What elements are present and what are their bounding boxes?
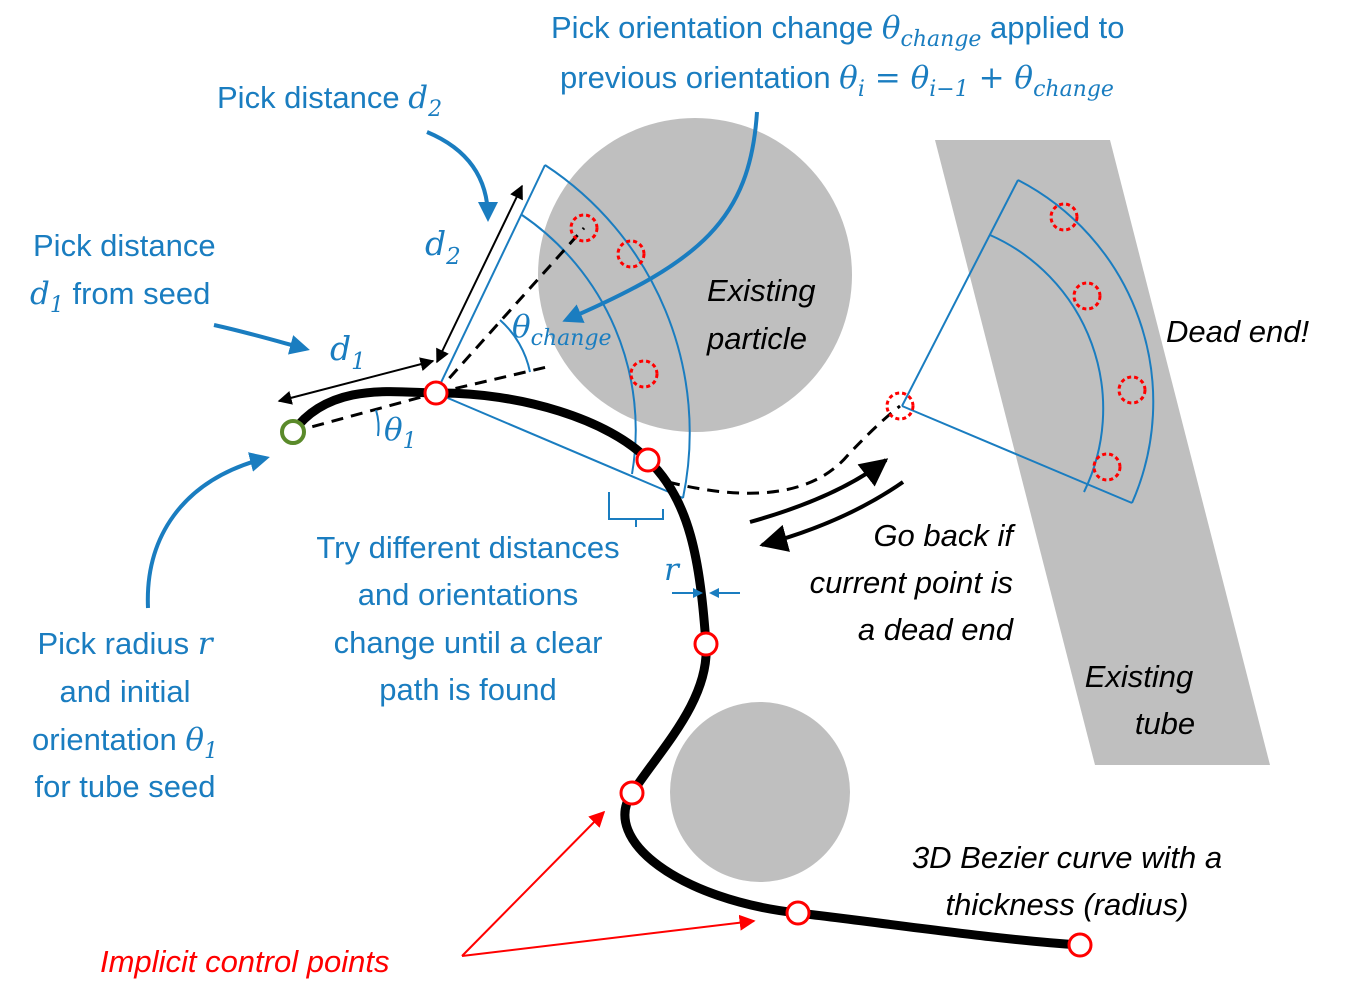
candidate-point xyxy=(629,359,659,389)
candidate-point xyxy=(885,391,915,421)
pick-distance-d1-line1: Pick distance xyxy=(33,228,216,263)
tube-seed-point xyxy=(280,419,306,445)
pick-distance-d1-line2: d1 from seed xyxy=(30,276,210,318)
pick-radius-label-line3: orientation θ1 xyxy=(32,722,218,764)
candidate-point xyxy=(1092,452,1122,482)
theta-change-symbol: θchange xyxy=(512,309,612,351)
existing-tube-label-line2: tube xyxy=(1135,706,1195,741)
theta-change-arc xyxy=(499,319,531,373)
go-back-arrow-forward xyxy=(749,458,889,524)
control-point xyxy=(619,780,645,806)
radius-bracket xyxy=(608,492,664,527)
go-back-label-line3: a dead end xyxy=(858,612,1015,647)
bezier-label-line1: 3D Bezier curve with a xyxy=(912,840,1222,875)
implicit-control-points-label: Implicit control points xyxy=(100,944,389,979)
orientation-label-line2: previous orientation θi = θi−1 + θchange xyxy=(560,60,1114,102)
orientation-label-line1: Pick orientation change θchange applied … xyxy=(551,10,1125,52)
existing-particle-small xyxy=(670,702,850,882)
control-point xyxy=(423,380,449,406)
control-point xyxy=(785,900,811,926)
pick-distance-d2-label: Pick distance d2 xyxy=(217,80,442,122)
candidate-point xyxy=(1049,202,1079,232)
control-point xyxy=(693,631,719,657)
implicit-arrow-1 xyxy=(461,810,606,957)
candidate-point xyxy=(1117,375,1147,405)
pointer-d1 xyxy=(213,323,310,355)
existing-particle-large xyxy=(538,118,852,432)
existing-tube-label-line1: Existing xyxy=(1085,659,1194,694)
d1-measure-arrow xyxy=(277,357,435,405)
dead-end-sector xyxy=(901,179,1155,504)
control-point xyxy=(1067,932,1093,958)
try-label-line4: path is found xyxy=(379,672,557,707)
pick-radius-label-line4: for tube seed xyxy=(35,769,216,804)
d1-symbol: d1 xyxy=(330,329,366,375)
d2-measure-arrow xyxy=(436,184,523,364)
theta1-arc xyxy=(375,409,380,437)
control-point xyxy=(635,447,661,473)
candidate-points xyxy=(569,202,1147,482)
pointer-seed xyxy=(145,452,270,609)
pick-radius-label-line2: and initial xyxy=(60,674,191,709)
pointer-theta-change xyxy=(562,111,759,323)
pick-radius-label-line1: Pick radius r xyxy=(37,626,214,662)
try-label-line1: Try different distances xyxy=(316,530,619,565)
theta1-symbol: θ1 xyxy=(384,412,417,454)
d2-symbol: d2 xyxy=(425,224,461,270)
bezier-label-line2: thickness (radius) xyxy=(946,887,1189,922)
dead-end-label: Dead end! xyxy=(1166,314,1309,349)
control-points xyxy=(423,380,1093,958)
go-back-arrow-back xyxy=(759,480,905,552)
existing-particle-label-line1: Existing xyxy=(707,273,816,308)
go-back-label-line1: Go back if xyxy=(873,518,1016,553)
candidate-point xyxy=(1072,281,1102,311)
radius-symbol: r xyxy=(664,552,681,588)
candidate-point xyxy=(569,213,599,243)
go-back-label-line2: current point is xyxy=(810,565,1013,600)
existing-particle-label-line2: particle xyxy=(706,321,807,356)
pointer-d2 xyxy=(426,130,498,222)
try-label-line3: change until a clear xyxy=(334,625,603,660)
existing-tube xyxy=(935,140,1270,765)
implicit-arrow-2 xyxy=(461,914,756,957)
try-label-line2: and orientations xyxy=(358,577,579,612)
candidate-point xyxy=(616,239,646,269)
